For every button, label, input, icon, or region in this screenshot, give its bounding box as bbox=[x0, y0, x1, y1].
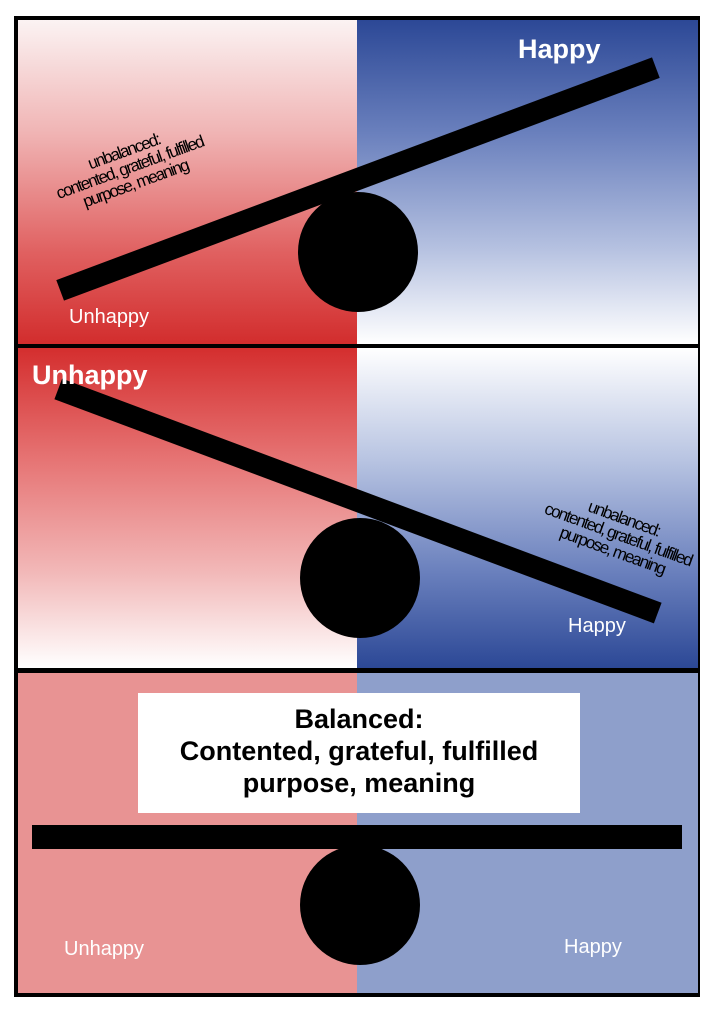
unhappy-label: Unhappy bbox=[69, 306, 150, 328]
balanced-title-line: Contented, grateful, fulfilled bbox=[179, 736, 539, 766]
panel-balanced: Balanced: Contented, grateful, fulfilled… bbox=[18, 673, 698, 993]
fulcrum bbox=[298, 192, 418, 312]
happy-label: Happy bbox=[568, 615, 626, 637]
panel-unbalanced-right-down: Unhappy Happy unbalanced: contented, gra… bbox=[18, 348, 698, 668]
balanced-title-box: Balanced: Contented, grateful, fulfilled… bbox=[138, 693, 580, 813]
happy-label: Happy bbox=[518, 34, 601, 64]
panel-unbalanced-left-down: Happy Unhappy unbalanced: contented, gra… bbox=[18, 20, 698, 344]
fulcrum bbox=[300, 845, 420, 965]
balanced-title-line: Balanced: bbox=[294, 704, 424, 734]
balanced-title-line: purpose, meaning bbox=[242, 768, 476, 798]
seesaw-beam bbox=[32, 825, 682, 849]
fulcrum bbox=[300, 518, 420, 638]
unhappy-label: Unhappy bbox=[32, 360, 148, 390]
unhappy-label: Unhappy bbox=[64, 938, 145, 960]
happy-label: Happy bbox=[564, 936, 622, 958]
